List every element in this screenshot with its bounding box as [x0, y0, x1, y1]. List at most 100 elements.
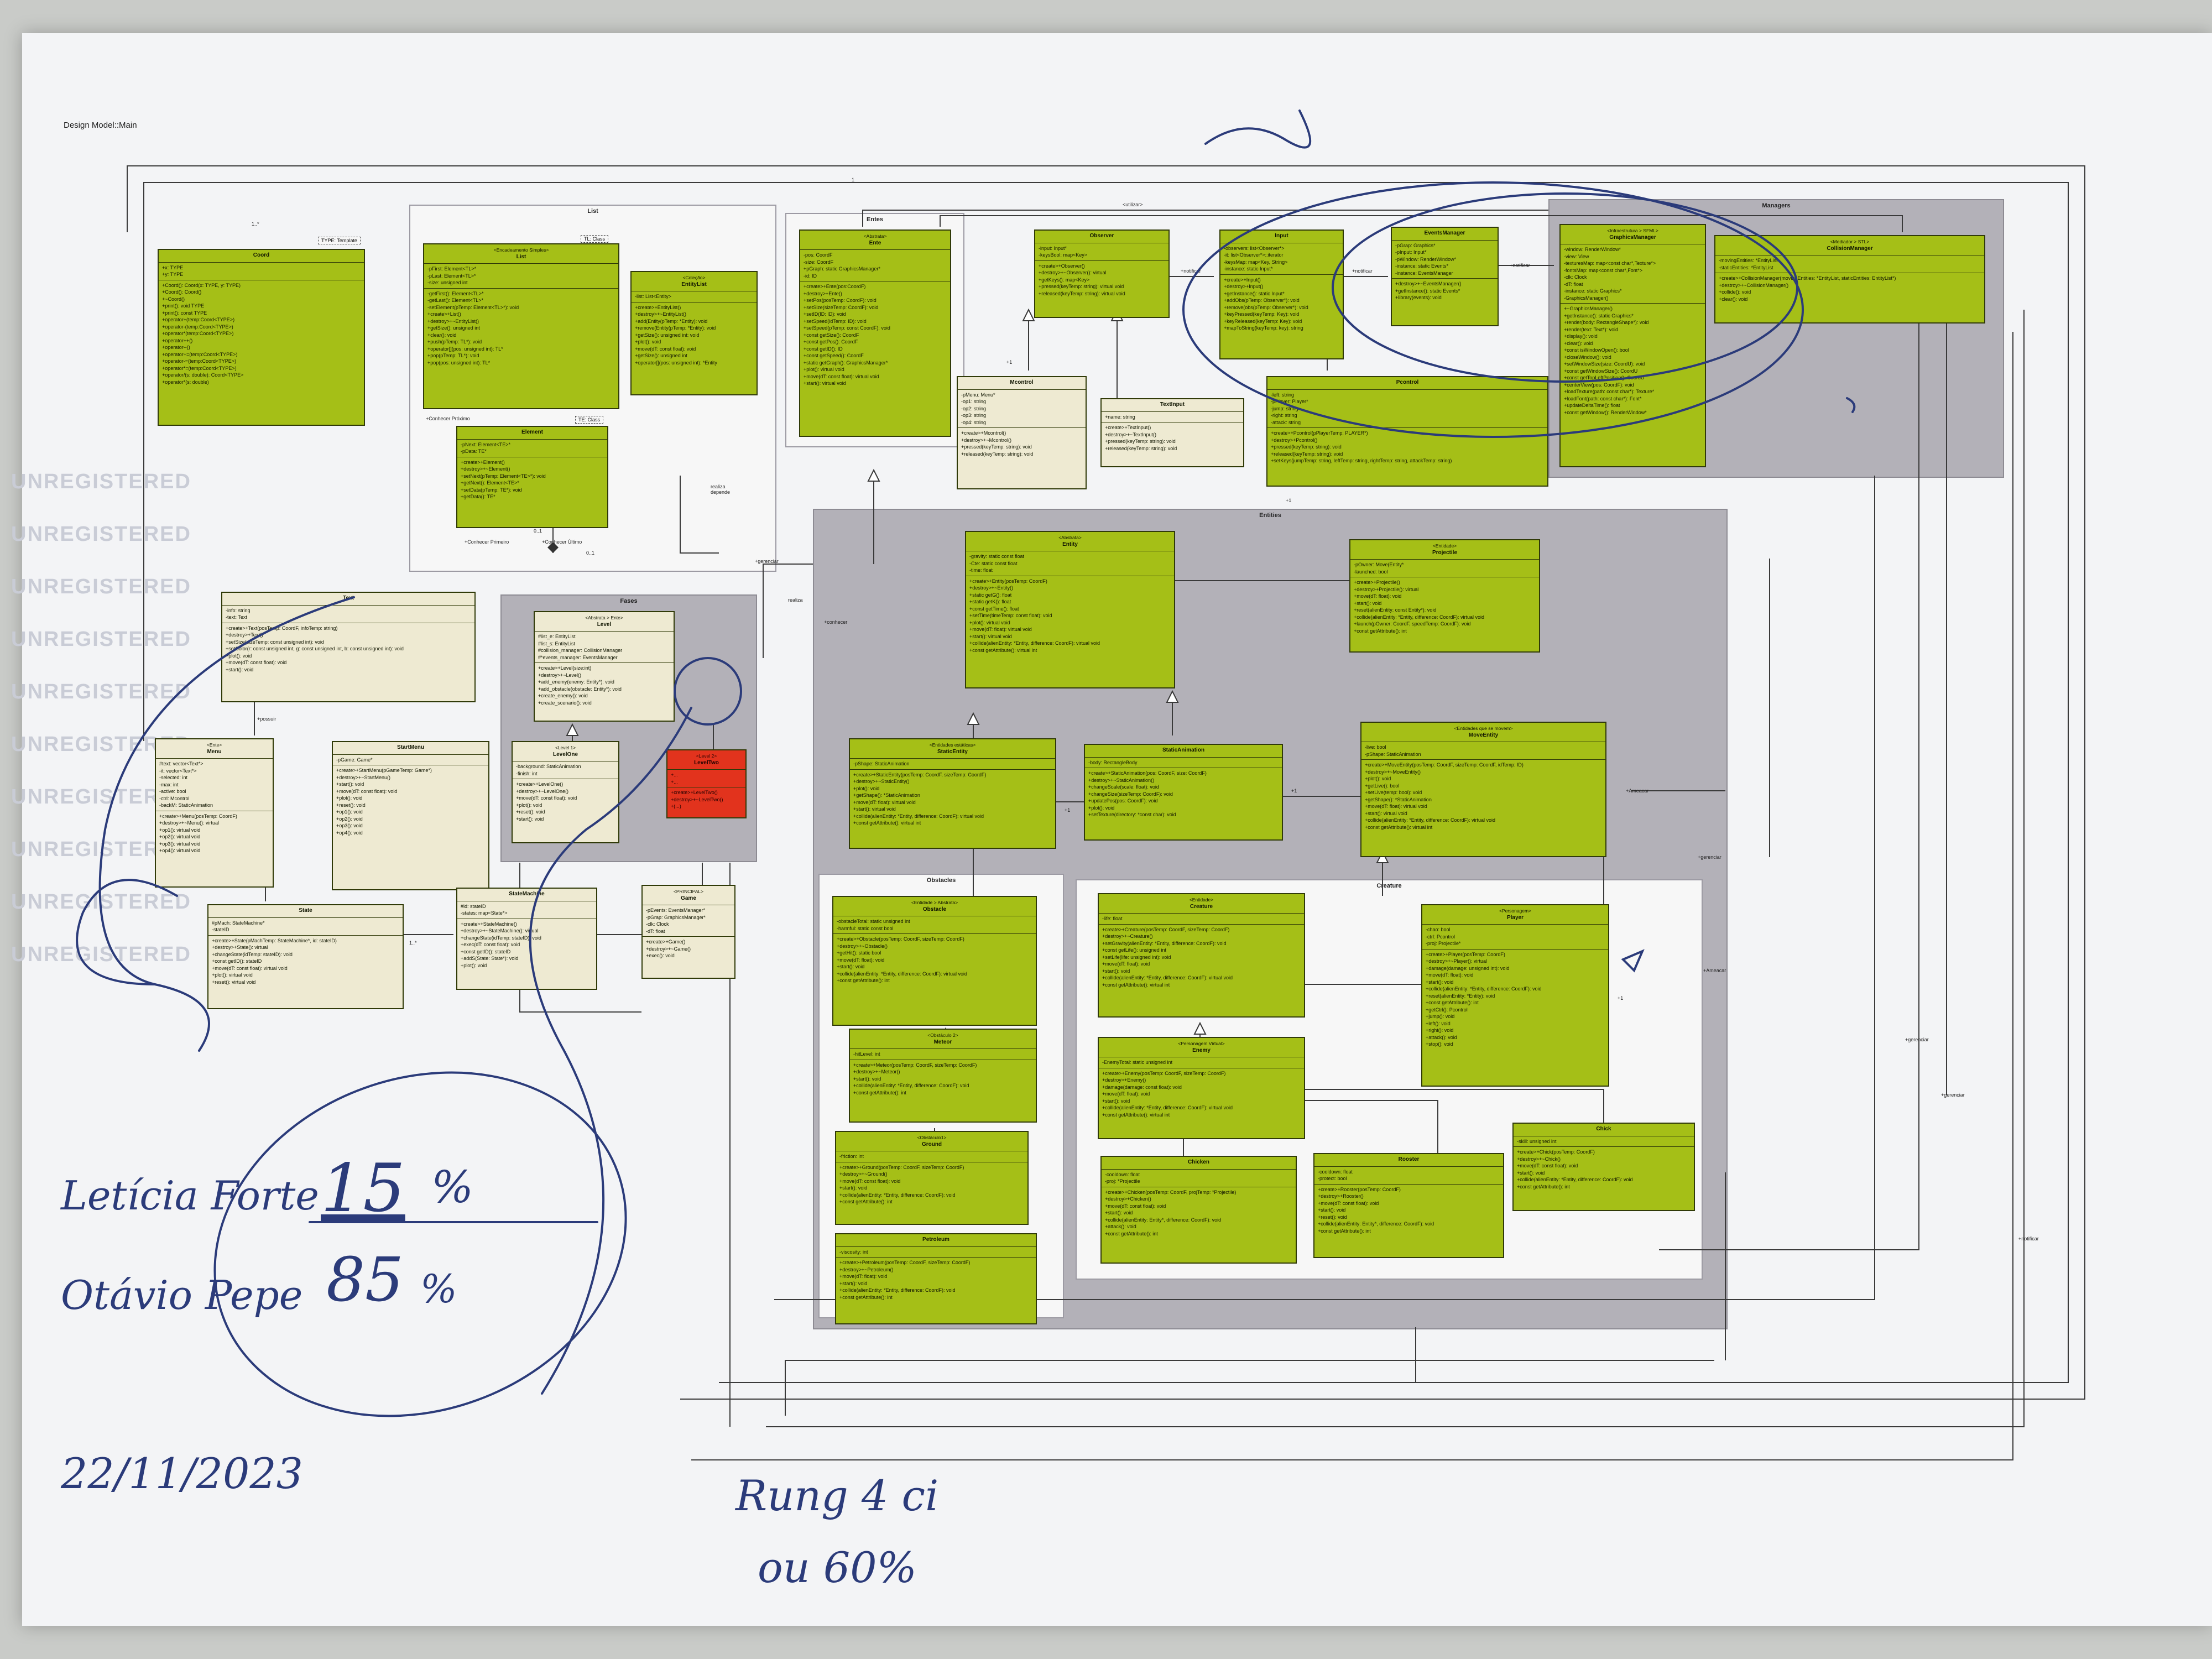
class-operation: +start(): void — [839, 1185, 868, 1191]
watermark-text: UNREGISTERED — [11, 943, 191, 966]
class-level-two[interactable]: <Level 2>LevelTwo+...+...+create>+LevelT… — [666, 749, 747, 818]
class-operation: +remove(Entity(pTemp: *Entity): void — [635, 325, 716, 331]
class-name: Level — [597, 621, 612, 628]
class-entity-list[interactable]: <Coleção>EntityList-list: List<Entity>+c… — [630, 271, 758, 395]
class-name: Petroleum — [922, 1237, 950, 1243]
ink-loop-level — [674, 657, 742, 726]
class-input[interactable]: Input-observers: list<Observer*>-it: lis… — [1219, 229, 1344, 359]
class-events-manager[interactable]: EventsManager-pGrap: Graphics*-pInput: I… — [1391, 227, 1499, 326]
class-operation: +destroy>+~MoveEntity() — [1365, 769, 1421, 775]
sheet-title: Design Model::Main — [64, 121, 137, 130]
class-level-one[interactable]: <Level 1>LevelOne-background: StaticAnim… — [512, 741, 619, 843]
class-operation: +render(body: RectangleShape*): void — [1564, 320, 1649, 325]
class-operation: +start(): virtual void — [969, 633, 1012, 639]
class-level[interactable]: <Abstrata > Ente>Level#list_e: EntityLis… — [534, 611, 675, 722]
class-operations: +create>+Element()+destroy>+~Element()+s… — [457, 457, 607, 502]
class-menu[interactable]: <Ente>Menu#text: vector<Text*>-it: vecto… — [155, 738, 274, 888]
class-graphics-manager[interactable]: <Infraestrutura > SFML>GraphicsManager-w… — [1559, 224, 1706, 467]
class-name: Chicken — [1188, 1159, 1209, 1165]
class-observer[interactable]: Observer-input: Input*-keysBool: map<Key… — [1034, 229, 1170, 318]
class-attribute: -pNext: Element<TE>* — [461, 441, 511, 447]
enemy-chick-link — [1305, 1089, 1604, 1123]
class-operation: +destroy>+~StaticEntity() — [853, 779, 910, 784]
class-operation: +start(): virtual void — [1365, 810, 1407, 816]
class-state[interactable]: State#pMach: StateMachine*-stateID+creat… — [207, 904, 404, 1009]
class-operations: +create>+State(pMachTemp: StateMachine*,… — [208, 936, 403, 988]
class-name: Rooster — [1398, 1156, 1420, 1162]
class-operation: +create>+StaticEntity(posTemp: CoordF, s… — [853, 771, 987, 778]
class-attribute: -fontsMap: map<const char*,Font*> — [1564, 267, 1643, 273]
class-operations: +create>+Enemy(posTemp: CoordF, sizeTemp… — [1099, 1068, 1304, 1120]
class-attribute: -friction: int — [839, 1154, 864, 1159]
class-mcontrol[interactable]: Mcontrol-pMenu: Menu*-op1: string-op2: s… — [957, 376, 1087, 489]
class-rooster[interactable]: Rooster-cooldown: float-protect: bool+cr… — [1313, 1153, 1504, 1258]
class-operation: +start(): void — [1102, 968, 1130, 974]
class-list[interactable]: <Encadeamento Simples>List-pFirst: Eleme… — [423, 243, 619, 409]
class-stereotype: <Entidades que se movem> — [1454, 726, 1513, 731]
class-attribute: +... — [671, 772, 678, 778]
class-operations: +create>+LevelOne()+destroy>+~LevelOne()… — [513, 779, 618, 824]
class-move-entity[interactable]: <Entidades que se movem>MoveEntity-live:… — [1360, 722, 1606, 857]
class-ground[interactable]: <Obstáculo1>Ground-friction: int+create>… — [835, 1131, 1029, 1225]
class-operation: +collide(): void — [1719, 289, 1751, 295]
class-operation: +collide(alienEntity: Entity*, differenc… — [1318, 1221, 1434, 1227]
class-static-animation[interactable]: StaticAnimation-body: RectangleBody+crea… — [1084, 744, 1283, 841]
class-pcontrol[interactable]: Pcontrol-left: string-pPlayer: Player*-j… — [1266, 376, 1548, 487]
class-operation: +plot(): void — [226, 653, 252, 659]
class-meteor[interactable]: <Obstáculo 2>Meteor-hitLevel: int+create… — [849, 1029, 1037, 1123]
class-attribute: -pOwner: Move(Entity* — [1354, 562, 1404, 567]
class-header: Chicken — [1102, 1157, 1296, 1170]
class-petroleum[interactable]: Petroleum-viscosity: int+create>+Petrole… — [835, 1233, 1037, 1324]
class-chick[interactable]: Chick-skill: unsigned int+create>+Chick(… — [1512, 1123, 1695, 1211]
label-notificar-3: +notificar — [1510, 263, 1530, 268]
class-element[interactable]: Element-pNext: Element<TE>*-pData: TE*+c… — [456, 426, 608, 528]
class-operation: +Coord(): Coord(x: TYPE, y: TYPE) — [162, 282, 241, 288]
class-operation: +start(): void — [1318, 1207, 1346, 1213]
class-attributes: +x: TYPE+y: TYPE — [159, 263, 364, 280]
class-projectile[interactable]: <Entidade>Projectile-pOwner: Move(Entity… — [1349, 539, 1540, 653]
class-operation: +plot(): void — [635, 339, 661, 345]
class-operation: +create>+CollisionManager(movingEntities… — [1719, 275, 1896, 281]
class-operation: +setTime(timeTemp: const float): void — [969, 613, 1052, 618]
class-chicken[interactable]: Chicken-cooldown: float-proj: *Projectil… — [1100, 1156, 1297, 1264]
generalization-arrow-observer-1 — [1022, 308, 1035, 321]
label-gerenciar-2: +gerenciar — [1698, 854, 1721, 860]
class-operation: +destroy>+Enemy() — [1102, 1077, 1146, 1083]
class-text-input[interactable]: TextInput+name: string+create>+TextInput… — [1100, 398, 1244, 467]
class-operation: +start(): void — [853, 1076, 881, 1082]
class-operation: +library(events): void — [1395, 295, 1442, 300]
class-attribute: +pGraph: static GraphicsManager* — [804, 266, 880, 272]
class-header: Coord — [159, 250, 364, 263]
class-operation: +render(text: Text*): void — [1564, 326, 1619, 332]
class-operation: +centerView(pos: CoordF): void — [1564, 382, 1634, 388]
class-enemy[interactable]: <Personagem Virtual>Enemy-EnemyTotal: st… — [1098, 1037, 1305, 1139]
class-state-machine[interactable]: StateMachine#id: stateID-states: map<Sta… — [456, 888, 597, 990]
class-operation: +collide(alienEntity: *Entity, differenc… — [839, 1287, 956, 1293]
class-operation: +static getGraph(): GraphicsManager* — [804, 359, 888, 366]
class-attribute: -keysMap: map<Key, String> — [1224, 259, 1288, 265]
class-text[interactable]: Text-info: string-text: Text+create>+Tex… — [221, 592, 476, 702]
class-collision-manager[interactable]: <Mediador > STL>CollisionManager-movingE… — [1714, 235, 1985, 324]
class-operation: +pressed(keyTemp: string): void — [961, 444, 1032, 450]
class-operation: +create>+Ground(posTemp: CoordF, sizeTem… — [839, 1164, 964, 1170]
class-operations: +create>+StaticAnimation(pos: CoordF, si… — [1085, 768, 1282, 820]
class-start-menu[interactable]: StartMenu-pGame: Game*+create>+StartMenu… — [332, 741, 489, 890]
class-operation: +const getAttribute(): int — [839, 1199, 893, 1204]
class-attribute: -states: map<State*> — [461, 910, 508, 916]
handwritten-pct-2: % — [420, 1266, 457, 1312]
class-operation: +collide(alienEntity: *Entity, differenc… — [1354, 614, 1485, 620]
class-player[interactable]: <Personagem>Player-chao: bool-ctrl: Pcon… — [1421, 904, 1609, 1087]
class-coord[interactable]: Coord+x: TYPE+y: TYPE +Coord(): Coord(x: … — [158, 249, 365, 426]
class-static-entity[interactable]: <Entidades estáticas>StaticEntity-pShape… — [849, 738, 1056, 849]
class-attributes: #id: stateID-states: map<State*> — [457, 901, 596, 919]
class-header: <Personagem Virtual>Enemy — [1099, 1038, 1304, 1057]
label-mult-7: +1 — [1291, 788, 1297, 794]
class-operation: +start(): void — [1517, 1170, 1545, 1176]
class-entity[interactable]: <Abstrata>Entity-gravity: static const f… — [965, 531, 1175, 688]
class-ente[interactable]: <Abstrata>Ente-pos: CoordF-size: CoordF+… — [799, 229, 951, 437]
class-game[interactable]: <PRINCIPAL>Game-pEvents: EventsManager*-… — [641, 885, 735, 979]
class-creature[interactable]: <Entidade>Creature-life: float+create>+C… — [1098, 893, 1305, 1018]
generalization-arrow-entity — [1166, 690, 1179, 703]
class-operation: +create>+Ente(pos:CoordF) — [804, 284, 866, 289]
class-obstacle[interactable]: <Entidade > Abstrata>Obstacle-obstacleTo… — [832, 896, 1037, 1026]
